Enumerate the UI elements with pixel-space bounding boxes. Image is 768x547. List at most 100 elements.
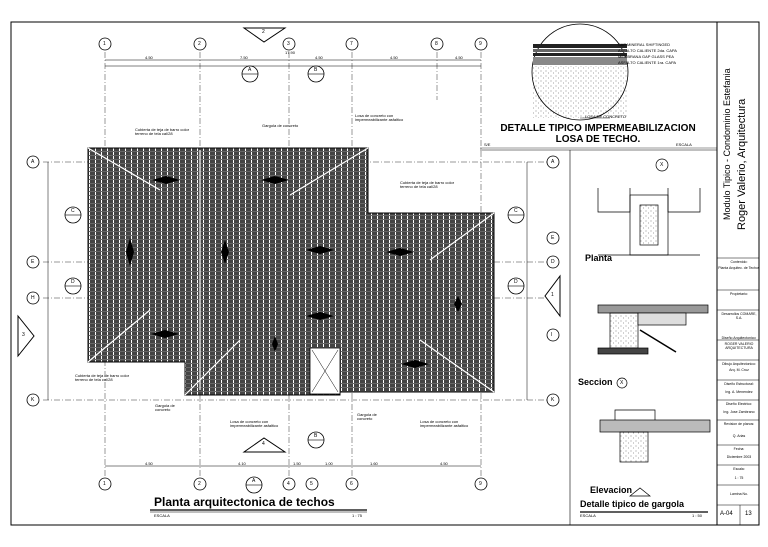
tb-propietario: Desarrollos COMARE, S.A. xyxy=(721,312,757,321)
dim-top-4: 4.50 xyxy=(390,55,398,60)
dim-bottom-4: 1.00 xyxy=(325,461,333,466)
detail-bubble-x: X xyxy=(660,162,664,168)
grid-label-bottom-1: 1 xyxy=(103,481,106,487)
grid-label-bottom-6: 6 xyxy=(350,481,353,487)
section-triangle-1: 1 xyxy=(551,292,554,298)
grid-label-right-d: D xyxy=(551,259,555,265)
section-mark-b-top: B xyxy=(314,67,318,73)
tb-lamina-label: Lamina No. xyxy=(730,492,748,496)
tb-propietario-label: Propietario: xyxy=(730,292,748,296)
section-mark-d-right: D xyxy=(514,279,518,285)
grid-label-bottom-2: 2 xyxy=(198,481,201,487)
layer-2: ASFALTO CALIENTE 2da. CAPA xyxy=(618,48,677,53)
tb-electrico-label: Diseño Electrico: xyxy=(725,402,753,406)
gargola-elevacion xyxy=(599,409,711,497)
grid-label-bottom-9: 9 xyxy=(479,481,482,487)
section-mark-d-left: D xyxy=(71,279,75,285)
section-mark-c-right: C xyxy=(514,208,518,214)
main-title: Planta arquitectonica de techos xyxy=(154,495,335,509)
roof-plan xyxy=(87,147,495,396)
dim-bottom-1: 4.50 xyxy=(145,461,153,466)
dim-top-5: 4.50 xyxy=(455,55,463,60)
detail-title-line1: DETALLE TIPICO IMPERMEABILIZACION xyxy=(500,123,696,134)
tb-fecha: Diciembre 2003 xyxy=(726,455,752,459)
section-mark-a-bottom: A xyxy=(252,478,256,484)
dim-bottom-2: 4.10 xyxy=(238,461,246,466)
tb-escala-label: Escala: xyxy=(733,467,745,471)
section-triangle-3: 3 xyxy=(22,332,25,338)
tb-revision: Q. Arias xyxy=(732,434,746,438)
tb-contenido-label: Contenido: xyxy=(730,260,748,264)
grid-label-top-1: 1 xyxy=(103,41,106,47)
layer-3: MEMBRANA GAP GLASS PEA xyxy=(618,54,674,59)
grid-label-left-e: E xyxy=(31,259,35,265)
main-scale-left: ESCALA xyxy=(154,513,170,518)
note-cubierta-right: Cubierta de teja de barro color terreno … xyxy=(400,180,455,189)
tb-escala: 1 : 75 xyxy=(734,476,744,480)
gargola-title: Detalle tipico de gargola xyxy=(580,499,685,509)
section-mark-b-bottom: B xyxy=(314,433,318,439)
tb-revision-label: Revision de planos: xyxy=(723,422,755,426)
grid-label-right-a: A xyxy=(551,159,555,165)
detail-impermeabilizacion xyxy=(531,23,629,121)
tb-dibujo: Arq. M. Cruz xyxy=(729,368,749,372)
grid-label-right-i: I xyxy=(551,332,553,338)
dim-bottom-3: 1.50 xyxy=(293,461,301,466)
note-cubierta-top: Cubierta de teja de barro color terreno … xyxy=(135,127,190,136)
note-gargola-bottom: Gargola de concreto xyxy=(357,412,377,421)
dim-top-total: 17.90 xyxy=(285,50,296,55)
losa-label: LOSA DE CONCRETO xyxy=(585,114,627,119)
note-losa-bottom: Losa de concreto con impermeabilizante a… xyxy=(230,419,279,428)
note-losa-bottom-right: Losa de concreto con impermeabilizante a… xyxy=(420,419,469,428)
detail-title-line2: LOSA DE TECHO. xyxy=(555,134,641,145)
grid-label-right-e: E xyxy=(551,235,555,241)
dim-top-1: 4.50 xyxy=(145,55,153,60)
section-mark-c-left: C xyxy=(71,208,75,214)
tb-diseno: ROGER VALERIO ARQUITECTURA xyxy=(724,342,754,351)
detail-scale-right: ESCALA xyxy=(676,142,692,147)
note-gargola-top: Gargola de concreto xyxy=(262,123,299,128)
note-cubierta-left: Cubierta de teja de barro color terreno … xyxy=(75,373,130,382)
note-losa-top: Losa de concreto con impermeabilizante a… xyxy=(355,113,404,122)
grid-label-right-k: K xyxy=(551,397,555,403)
project-name: Modulo Tipico - Condominio Estefania xyxy=(722,68,732,220)
tb-estructural: Ing. A. Menendez xyxy=(725,390,753,394)
tb-fecha-label: Fecha: xyxy=(733,447,745,451)
gargola-scale-left: ESCALA xyxy=(580,513,596,518)
tb-diseno-label: Diseño Arquitectonico: xyxy=(721,336,757,340)
gargola-planta xyxy=(597,158,701,256)
grid-label-left-a: A xyxy=(31,159,35,165)
architect-name: Roger Valerio, Arquitectura xyxy=(736,98,748,230)
dim-top-2: 7.50 xyxy=(240,55,248,60)
gargola-seccion xyxy=(597,304,709,389)
elevacion-label: Elevacion xyxy=(590,485,633,495)
grid-label-top-7: 7 xyxy=(350,41,353,47)
layer-1: SAP MINERAL SHIFTINGED xyxy=(618,42,671,47)
planta-label: Planta xyxy=(585,253,613,263)
dim-bottom-5: 1.60 xyxy=(370,461,378,466)
grid-label-top-2: 2 xyxy=(198,41,201,47)
tb-sheet-code: A-04 xyxy=(720,511,733,517)
dim-top-3: 4.50 xyxy=(315,55,323,60)
detail-bubble-x-seccion: X xyxy=(620,380,624,386)
tb-electrico: Ing. Jose Zambrano xyxy=(723,410,755,414)
tb-contenido: Planta Arquitec. de Techos xyxy=(718,266,760,270)
tb-dibujo-label: Dibujo Arquitectonico: xyxy=(722,362,756,366)
grid-label-left-h: H xyxy=(31,295,35,301)
tb-estructural-label: Diseño Estructural: xyxy=(724,382,754,386)
seccion-label: Seccion xyxy=(578,377,613,387)
grid-label-top-9: 9 xyxy=(479,41,482,47)
tb-sheet-no: 13 xyxy=(745,511,752,517)
gargola-scale-right: 1 : 50 xyxy=(692,513,703,518)
grid-label-top-3: 3 xyxy=(287,41,290,47)
grid-label-bottom-5: 5 xyxy=(310,481,313,487)
layer-4: ASFALTO CALIENTE 1ra. CAPA xyxy=(618,60,677,65)
section-triangle-2: 2 xyxy=(262,29,265,35)
dim-bottom-6: 4.50 xyxy=(440,461,448,466)
detail-scale-left: S/E xyxy=(484,142,491,147)
section-mark-a-top: A xyxy=(248,67,252,73)
main-scale-right: 1 : 75 xyxy=(352,513,363,518)
grid-label-top-8: 8 xyxy=(435,41,438,47)
